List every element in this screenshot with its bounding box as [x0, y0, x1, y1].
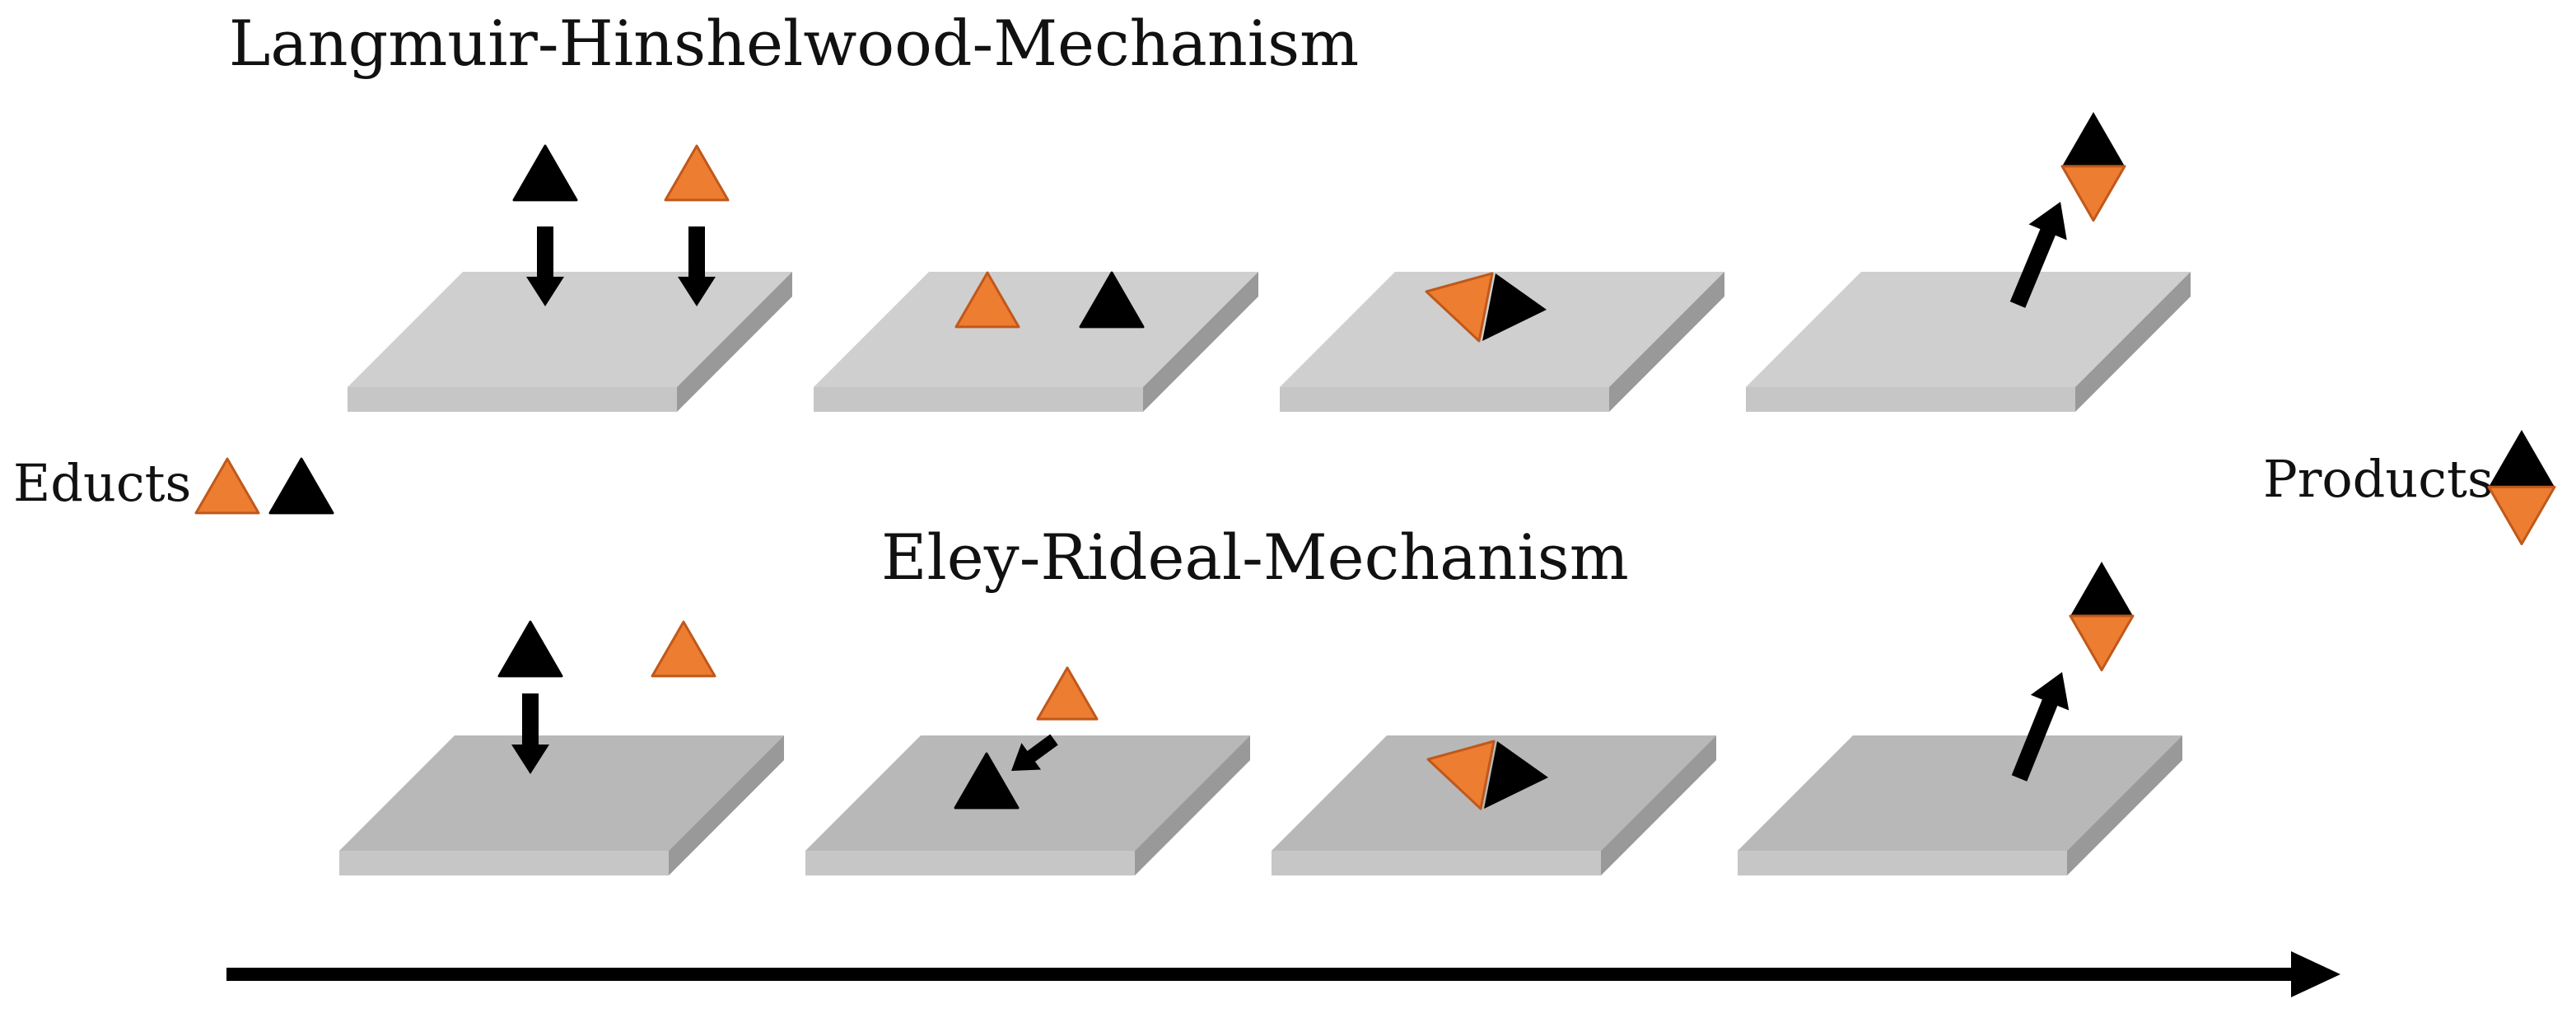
- surface-top: [339, 735, 784, 851]
- surface-side: [2067, 735, 2182, 875]
- lh-step4-desorption-arrow: [2009, 202, 2067, 308]
- surface-side: [669, 735, 784, 875]
- er-step4-desorption-arrow: [2011, 672, 2070, 782]
- educts-orange-triangle: [194, 457, 260, 515]
- lh-step4-product: [2060, 112, 2126, 222]
- reaction-progress-arrow: [226, 951, 2340, 997]
- product-top-triangle: [2062, 112, 2125, 166]
- surface-top: [348, 272, 792, 387]
- lh-step1-black-triangle: [512, 144, 578, 202]
- complex-orange-triangle: [1426, 740, 1496, 810]
- eley-rideal-title: Eley-Rideal-Mechanism: [881, 521, 1629, 594]
- lh-step2-adsorbed-orange-triangle: [954, 271, 1020, 329]
- er-step2-adsorbed-black-triangle: [954, 752, 1020, 810]
- er-surface-1: [339, 735, 784, 875]
- surface-front: [348, 387, 677, 412]
- surface-front: [339, 851, 669, 875]
- products-symbol: [2487, 430, 2556, 546]
- surface-side: [1143, 272, 1258, 412]
- lh-step3-surface-complex: [1425, 272, 1547, 343]
- er-surface-4: [1738, 735, 2182, 875]
- lh-step2-adsorbed-black-triangle: [1079, 271, 1145, 329]
- lh-surface-2: [814, 272, 1258, 412]
- complex-black-triangle: [1482, 273, 1547, 341]
- surface-side: [2075, 272, 2191, 412]
- product-bottom-triangle: [2060, 165, 2126, 222]
- er-surface-2: [805, 735, 1250, 875]
- langmuir-hinshelwood-title: Langmuir-Hinshelwood-Mechanism: [228, 7, 1360, 80]
- surface-top: [1746, 272, 2191, 387]
- lh-surface-4: [1746, 272, 2191, 412]
- er-step1-black-triangle: [497, 620, 563, 678]
- lh-step1-orange-triangle: [664, 144, 730, 202]
- product-top-triangle: [2489, 430, 2555, 488]
- surface-front: [1738, 851, 2067, 875]
- surface-front: [1272, 851, 1601, 875]
- er-step1-adsorption-arrow: [511, 693, 549, 774]
- product-bottom-triangle: [2487, 485, 2556, 546]
- surface-front: [805, 851, 1135, 875]
- surface-side: [1601, 735, 1716, 875]
- surface-side: [677, 272, 792, 412]
- lh-step1-adsorption-arrow-2: [678, 226, 716, 306]
- product-top-triangle: [2070, 562, 2133, 616]
- surface-top: [814, 272, 1258, 387]
- educts-label: Educts: [13, 453, 192, 513]
- er-step3-surface-complex: [1426, 740, 1548, 810]
- er-step1-orange-triangle: [651, 620, 716, 678]
- surface-front: [1280, 387, 1609, 412]
- educts-black-triangle: [268, 457, 334, 515]
- er-step2-approach-arrow: [1011, 734, 1058, 771]
- er-surface-3: [1272, 735, 1716, 875]
- surface-front: [814, 387, 1143, 412]
- surface-top: [1738, 735, 2182, 851]
- complex-black-triangle: [1484, 741, 1548, 809]
- surface-side: [1609, 272, 1724, 412]
- er-step4-product: [2069, 562, 2135, 672]
- surface-top: [805, 735, 1250, 851]
- products-label: Products: [2263, 449, 2494, 509]
- complex-orange-triangle: [1425, 272, 1494, 343]
- surface-side: [1135, 735, 1250, 875]
- surface-front: [1746, 387, 2075, 412]
- lh-surface-1: [348, 272, 792, 412]
- lh-step1-adsorption-arrow-1: [526, 226, 564, 306]
- product-bottom-triangle: [2069, 614, 2135, 672]
- er-step2-gas-orange-triangle: [1036, 666, 1099, 721]
